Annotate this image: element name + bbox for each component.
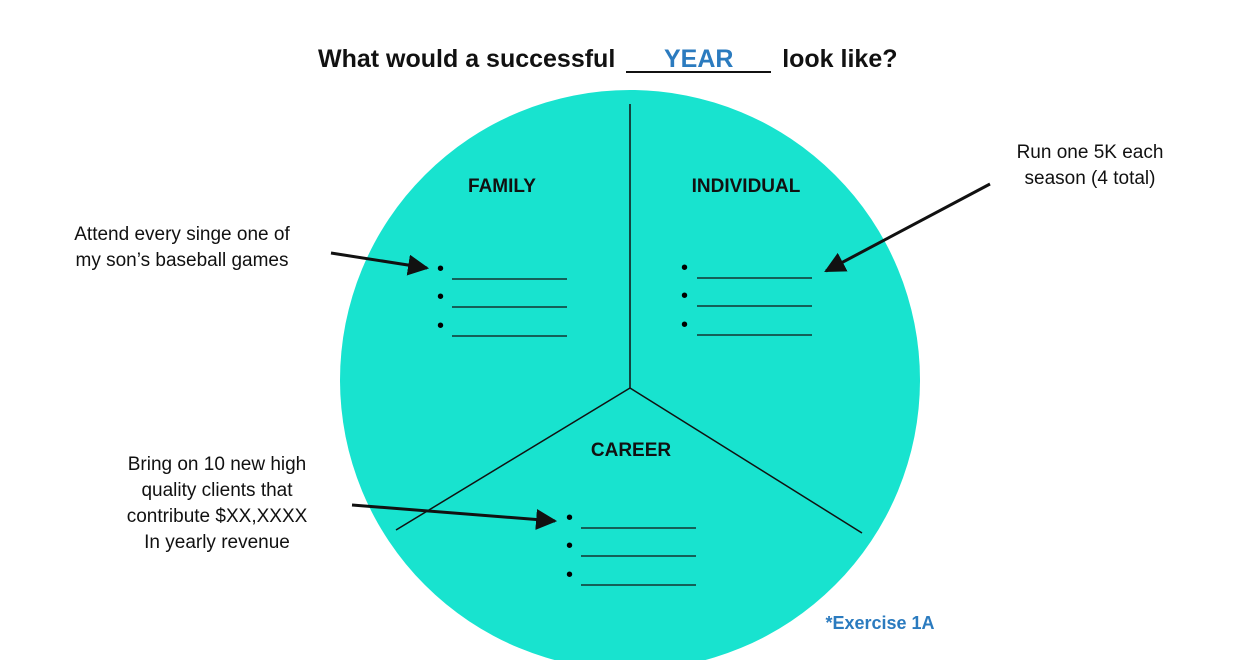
family-example-note: Attend every singe one of my son’s baseb… [74, 224, 290, 271]
divider-line-right [629, 387, 863, 534]
note-line: In yearly revenue [144, 532, 290, 553]
bullet-icon: • [566, 507, 573, 529]
bullet-icon: • [437, 286, 444, 308]
career-goal-list: • • • [566, 507, 696, 586]
title-prefix: What would a successful [318, 45, 616, 73]
bullet-icon: • [681, 285, 688, 307]
title-suffix: look like? [782, 45, 898, 73]
bullet-icon: • [566, 535, 573, 557]
page-title: What would a successful YEAR look like? [318, 44, 898, 74]
individual-arrow-icon [824, 182, 991, 273]
note-line: contribute $XX,XXXX [127, 506, 308, 527]
family-arrow-icon [330, 251, 430, 276]
note-line: Bring on 10 new high [128, 454, 307, 475]
individual-goal-list: • • • [681, 257, 812, 336]
title-blank-word: YEAR [626, 47, 772, 73]
divider-line-left [395, 387, 631, 531]
note-line: Attend every singe one of [74, 224, 290, 245]
note-line: my son’s baseball games [76, 250, 289, 271]
bullet-icon: • [437, 315, 444, 337]
bullet-icon: • [566, 564, 573, 586]
individual-example-note: Run one 5K each season (4 total) [1017, 142, 1164, 189]
exercise-label: *Exercise 1A [825, 613, 934, 633]
section-label-career: CAREER [591, 440, 672, 461]
note-line: Run one 5K each [1017, 142, 1164, 163]
note-line: quality clients that [141, 480, 293, 501]
section-label-family: FAMILY [468, 176, 536, 197]
career-example-note: Bring on 10 new high quality clients tha… [127, 454, 308, 553]
bullet-icon: • [681, 314, 688, 336]
note-line: season (4 total) [1025, 168, 1156, 189]
bullet-icon: • [437, 258, 444, 280]
section-label-individual: INDIVIDUAL [692, 176, 801, 197]
family-goal-list: • • • [437, 258, 567, 337]
career-arrow-icon [351, 503, 558, 530]
bullet-icon: • [681, 257, 688, 279]
